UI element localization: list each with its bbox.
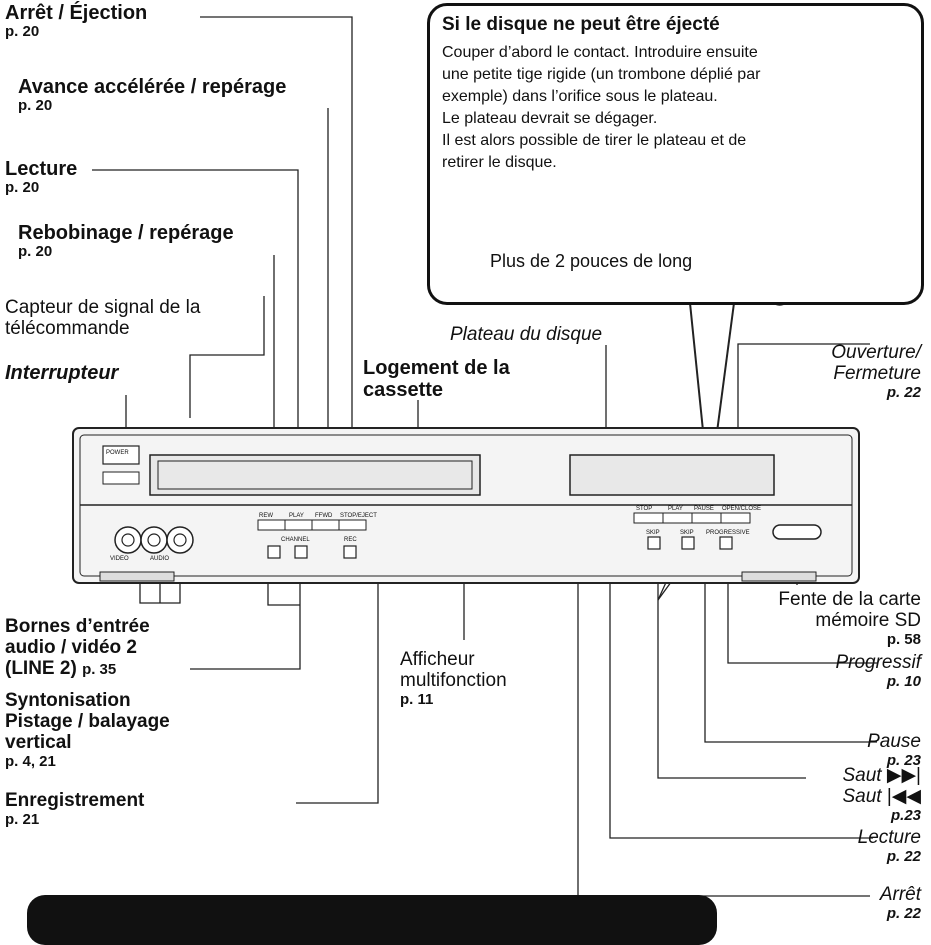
label-stop-eject: Arrêt / Éjection p. 20 (5, 2, 148, 40)
label-cassette: Logement de la cassette (363, 357, 510, 401)
label-tracking: Syntonisation Pistage / balayage vertica… (5, 690, 170, 770)
label-skip: Saut ▶▶| Saut |◀◀ p.23 (842, 765, 921, 824)
stop-dvd-label: STOP (636, 506, 653, 512)
label-rewind: Rebobinage / repérage p. 20 (18, 222, 234, 260)
leader-sensor (189, 296, 265, 418)
leader-skip (657, 556, 806, 779)
bottom-bar (27, 895, 717, 945)
rec-label: REC (344, 537, 357, 543)
label-open-close: Ouverture/ Fermeture p. 22 (831, 342, 921, 401)
vcr-dvd-device (72, 427, 860, 584)
label-progressive: Progressif p. 10 (835, 652, 921, 690)
leader-pause (704, 520, 877, 743)
label-stop-dvd: Arrêt p. 22 (879, 884, 921, 922)
channel-label: CHANNEL (281, 537, 310, 543)
leader-stop-eject (200, 16, 353, 528)
label-remote-sensor: Capteur de signal de la télécommande (5, 297, 201, 339)
skip-prev-label: SKIP (646, 530, 660, 536)
pause-label: PAUSE (694, 506, 714, 512)
label-pause: Pause p. 23 (867, 731, 921, 769)
label-play-vcr: Lecture p. 20 (5, 158, 78, 196)
rew-label: REW (259, 513, 273, 519)
audio-jack-label: AUDIO (150, 556, 170, 562)
label-record: Enregistrement p. 21 (5, 790, 145, 828)
leader-progressive (727, 556, 877, 664)
leader-record (296, 560, 379, 804)
progressive-label: PROGRESSIVE (706, 530, 750, 536)
skip-prev-icon: |◀◀ (886, 785, 921, 807)
measure-label: Plus de 2 pouces de long (490, 251, 693, 271)
label-av-inputs: Bornes d’entrée audio / vidéo 2 (LINE 2)… (5, 616, 150, 679)
skip-next-icon: ▶▶| (886, 765, 921, 786)
eject-callout: Si le disque ne peut être éjecté Couper … (427, 3, 924, 305)
label-disc-tray: Plateau du disque (450, 324, 603, 345)
leader-play (92, 169, 299, 528)
label-play-dvd: Lecture p. 22 (857, 827, 921, 865)
play-dvd-label: PLAY (668, 506, 683, 512)
diagram-lines (72, 16, 918, 897)
ffwd-label: FFWD (315, 513, 333, 519)
label-ffwd: Avance accélérée / repérage p. 20 (18, 76, 287, 114)
skip-next-label: SKIP (680, 530, 694, 536)
label-sd-slot: Fente de la carte mémoire SD p. 58 (778, 589, 921, 648)
open-close-label: OPEN/CLOSE (722, 506, 762, 512)
label-display: Afficheur multifonction p. 11 (400, 649, 507, 708)
video-jack-label: VIDEO (110, 556, 129, 562)
stop-eject-label: STOP/EJECT (340, 513, 377, 519)
label-power: Interrupteur (5, 362, 119, 384)
power-button[interactable]: POWER (106, 450, 129, 456)
play-vcr-label: PLAY (289, 513, 304, 519)
